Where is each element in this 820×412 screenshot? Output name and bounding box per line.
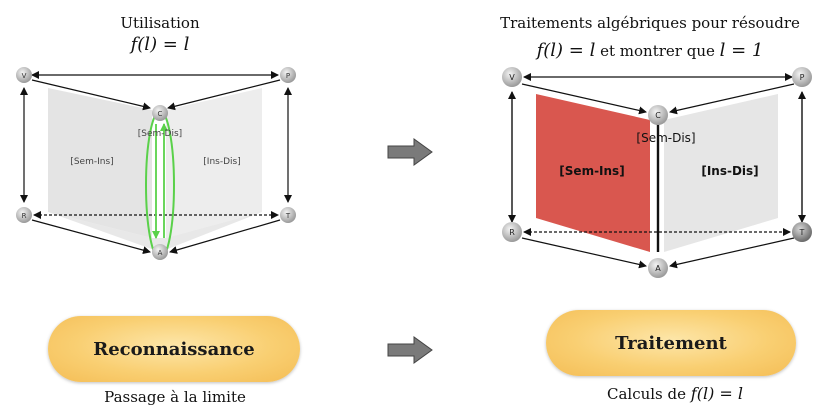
left-panel-sem-ins — [48, 88, 152, 238]
right-node-t-label: T — [799, 228, 805, 237]
right-bottom-caption-prefix: Calculs de — [606, 385, 691, 403]
left-edge-r-a — [31, 219, 151, 255]
left-node-c — [152, 105, 168, 121]
left-node-r-label: R — [22, 212, 27, 220]
left-node-v — [16, 67, 32, 83]
reconnaissance-pill: Reconnaissance — [48, 316, 300, 382]
left-formula: f(l) = l — [130, 34, 190, 55]
right-bottom-caption-formula: f(l) = l — [690, 384, 743, 403]
left-title: Utilisation — [120, 14, 200, 32]
left-node-r — [16, 207, 32, 223]
right-node-c-label: C — [655, 111, 661, 120]
left-label-sem-dis: [Sem-Dis] — [138, 129, 182, 139]
left-label-ins-dis: [Ins-Dis] — [203, 157, 240, 167]
left-node-a — [152, 244, 168, 260]
left-node-p-label: P — [286, 72, 290, 80]
left-node-p — [280, 67, 296, 83]
left-edge-t-a — [169, 219, 281, 254]
right-edge-r-a — [521, 237, 647, 269]
left-edge-v-c — [31, 79, 151, 111]
left-panel-ins-dis — [166, 88, 262, 238]
left-node-v-label: V — [22, 72, 27, 80]
left-node-t — [280, 207, 296, 223]
bottom-transition-arrow — [387, 336, 433, 364]
traitement-pill: Traitement — [546, 310, 796, 376]
left-node-t-label: T — [285, 212, 291, 220]
right-edge-v-c — [521, 83, 647, 115]
left-node-a-label: A — [158, 249, 163, 257]
right-formula-line: f(l) = l et montrer que l = 1 — [490, 40, 810, 61]
left-panel-bottom — [48, 212, 262, 252]
right-edge-p-c — [669, 83, 795, 115]
right-edge-t-a — [669, 237, 795, 269]
right-formula-l1: l = 1 — [719, 40, 764, 61]
right-node-p-label: P — [800, 73, 805, 82]
right-bottom-caption: Calculs de f(l) = l — [560, 384, 790, 403]
right-formula-mid: et montrer que — [595, 42, 720, 60]
left-diagram: [Sem-Dis] [Sem-Ins] [Ins-Dis] V P C R T … — [16, 67, 296, 260]
right-node-r-label: R — [509, 228, 515, 237]
right-node-p — [792, 67, 812, 87]
right-node-r — [502, 222, 522, 242]
right-diagram: [Sem-Dis] [Sem-Ins] [Ins-Dis] V P C R T … — [502, 67, 812, 278]
top-transition-arrow — [387, 138, 433, 166]
right-node-a-label: A — [655, 264, 661, 273]
right-node-a — [648, 258, 668, 278]
right-panel-ins-dis — [664, 94, 778, 252]
right-label-sem-ins: [Sem-Ins] — [559, 164, 624, 178]
right-node-t — [792, 222, 812, 242]
right-node-v — [502, 67, 522, 87]
left-bottom-caption: Passage à la limite — [104, 388, 246, 406]
left-edge-p-c — [167, 79, 281, 111]
right-label-sem-dis: [Sem-Dis] — [636, 131, 695, 145]
right-label-ins-dis: [Ins-Dis] — [701, 164, 758, 178]
left-node-c-label: C — [158, 110, 163, 118]
right-formula-fl: f(l) = l — [536, 40, 596, 61]
right-panel-sem-ins — [536, 94, 650, 252]
right-node-v-label: V — [509, 73, 515, 82]
left-label-sem-ins: [Sem-Ins] — [70, 157, 113, 167]
right-node-c — [648, 105, 668, 125]
right-title: Traitements algébriques pour résoudre — [500, 14, 800, 32]
